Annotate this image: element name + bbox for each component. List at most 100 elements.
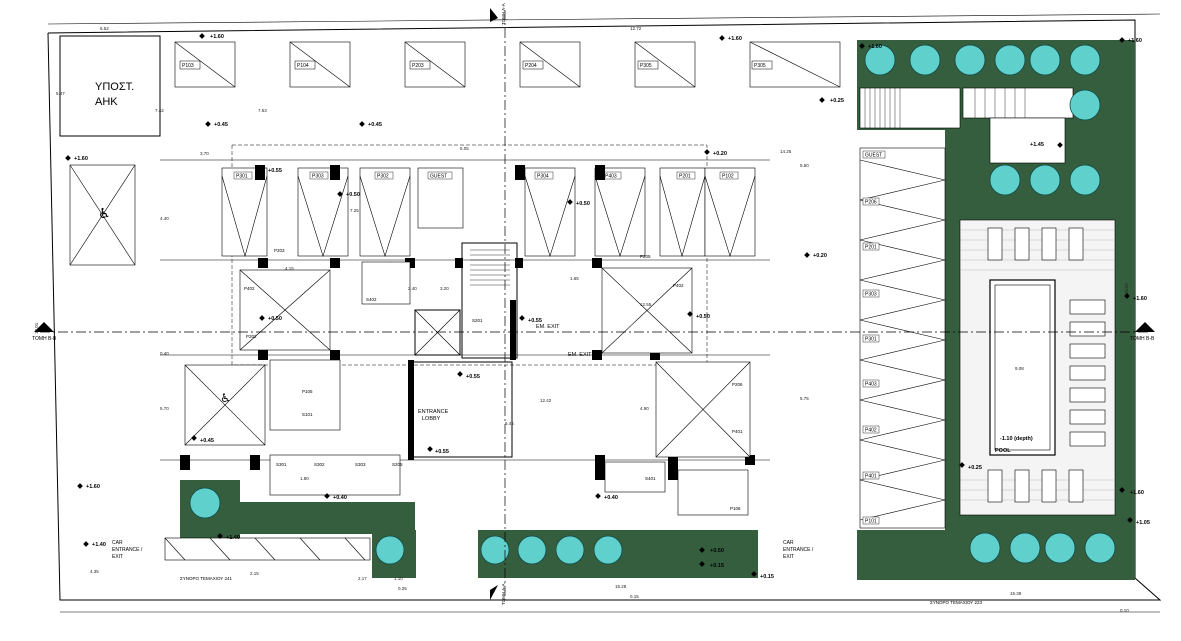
room-label: S101	[302, 412, 313, 417]
parking-label: P104	[297, 63, 309, 69]
section-marker-left: ΤΟΜΗ Β-Β	[32, 322, 57, 342]
parking-label: P302	[377, 174, 389, 180]
parking-label: P201	[865, 245, 877, 251]
parking-label: GUEST	[430, 174, 447, 180]
section-marker-top: ΤΟΜΗ Α-Α	[490, 3, 506, 25]
stair-core	[461, 242, 518, 359]
emergency-exit-label: EM. EXIT	[536, 324, 560, 330]
svg-text:+0.25: +0.25	[968, 465, 982, 471]
substation-label: ΑΗΚ	[95, 96, 118, 108]
svg-text:+1.40: +1.40	[226, 535, 240, 541]
svg-text:+1.60: +1.60	[74, 156, 88, 162]
svg-text:+1.60: +1.60	[1130, 490, 1144, 496]
svg-text:25.87: 25.87	[1124, 282, 1129, 294]
svg-text:EXIT: EXIT	[783, 554, 794, 560]
parking-label: P303	[312, 174, 324, 180]
substation-box	[59, 35, 161, 137]
svg-text:5.05: 5.05	[460, 146, 469, 151]
svg-text:5.75: 5.75	[800, 396, 809, 401]
parking-label: P304	[537, 174, 549, 180]
room-label: P106	[730, 506, 741, 511]
svg-text:+0.55: +0.55	[268, 168, 282, 174]
svg-text:+0.50: +0.50	[576, 201, 590, 207]
parking-label: P102	[722, 174, 734, 180]
svg-text:+0.50: +0.50	[710, 548, 724, 554]
svg-text:12.42: 12.42	[540, 398, 552, 403]
svg-text:+1.05: +1.05	[1136, 520, 1150, 526]
svg-text:CAR: CAR	[783, 540, 794, 546]
svg-text:+0.25: +0.25	[830, 98, 844, 104]
svg-text:+1.60: +1.60	[868, 44, 882, 50]
room-label: S302	[314, 462, 325, 467]
room-label: P205	[640, 254, 651, 259]
svg-text:+1.60: +1.60	[728, 36, 742, 42]
room-label: S205	[392, 462, 403, 467]
svg-text:+0.55: +0.55	[466, 374, 480, 380]
entrance-lobby-label: LOBBY	[422, 416, 441, 422]
parking-label: P103	[182, 63, 194, 69]
svg-text:+0.55: +0.55	[435, 449, 449, 455]
svg-text:5.70: 5.70	[160, 406, 169, 411]
room-label: P401	[732, 429, 743, 434]
svg-text:+0.55: +0.55	[528, 318, 542, 324]
svg-text:1.10: 1.10	[394, 576, 403, 581]
svg-text:1.80: 1.80	[300, 476, 309, 481]
svg-text:2.40: 2.40	[408, 286, 417, 291]
room-label: P203	[274, 248, 285, 253]
svg-text:+0.45: +0.45	[214, 122, 228, 128]
svg-text:14.25: 14.25	[780, 149, 792, 154]
emergency-exit-label: EM. EXIT	[568, 352, 592, 358]
parking-label: P401	[865, 474, 877, 480]
svg-text:15.28: 15.28	[615, 584, 627, 589]
svg-text:5.47: 5.47	[56, 91, 65, 96]
parking-label: P305	[754, 63, 766, 69]
svg-text:4.35: 4.35	[90, 569, 99, 574]
svg-text:0.40: 0.40	[160, 351, 169, 356]
parking-label: P303	[865, 292, 877, 298]
deck-slats	[960, 229, 1115, 501]
svg-text:19.01: 19.01	[34, 322, 39, 334]
sun-loungers	[987, 227, 1106, 503]
svg-text:3.20: 3.20	[440, 286, 449, 291]
svg-text:+1.60: +1.60	[1133, 296, 1147, 302]
svg-text:EXIT: EXIT	[112, 554, 123, 560]
svg-text:5.50: 5.50	[800, 163, 809, 168]
svg-text:6.45: 6.45	[505, 421, 514, 426]
boundary-label-right: ΣΥΝΟΡΟ ΤΕΜΑΧΙΟΥ 223	[930, 600, 982, 605]
pool-label: POOL	[995, 448, 1011, 454]
dimension-labels: 6.52 12.72 5.47 19.01 25.87 15.28 15.39 …	[34, 26, 1129, 613]
svg-text:+0.15: +0.15	[710, 563, 724, 569]
svg-text:+1.40: +1.40	[92, 542, 106, 548]
svg-text:+0.40: +0.40	[333, 495, 347, 501]
parking-label: P203	[412, 63, 424, 69]
svg-text:4.90: 4.90	[640, 406, 649, 411]
parking-label: P305	[640, 63, 652, 69]
svg-text:+0.20: +0.20	[813, 253, 827, 259]
green-area-bottom-right	[857, 530, 947, 580]
parking-label: P204	[525, 63, 537, 69]
svg-text:2.17: 2.17	[358, 576, 367, 581]
trees	[189, 44, 1116, 565]
green-area-bottom-left-strip	[235, 502, 415, 534]
plot-boundary	[47, 19, 1162, 601]
room-label: P402	[244, 286, 255, 291]
svg-text:ENTRANCE /: ENTRANCE /	[112, 547, 143, 553]
svg-text:12.55: 12.55	[640, 302, 652, 307]
svg-text:+1.60: +1.60	[86, 484, 100, 490]
room-label: P202	[246, 334, 257, 339]
svg-text:+0.45: +0.45	[200, 438, 214, 444]
boundary-label-left: ΣΥΝΟΡΟ ΤΕΜΑΧΙΟΥ 241	[180, 576, 232, 581]
accessible-parking-icon: ♿	[220, 391, 231, 405]
svg-text:ΤΟΜΗ Β-Β: ΤΟΜΗ Β-Β	[1130, 336, 1155, 342]
svg-text:7.42: 7.42	[155, 108, 164, 113]
parking-label: GUEST	[865, 153, 882, 159]
substation-label: ΥΠΟΣΤ.	[95, 81, 134, 93]
svg-text:+1.60: +1.60	[210, 34, 224, 40]
svg-text:+0.20: +0.20	[713, 151, 727, 157]
structural-columns	[180, 165, 755, 480]
svg-text:7.25: 7.25	[350, 208, 359, 213]
svg-text:+1.60: +1.60	[1128, 38, 1142, 44]
pool	[989, 279, 1056, 456]
svg-text:ENTRANCE /: ENTRANCE /	[783, 547, 814, 553]
